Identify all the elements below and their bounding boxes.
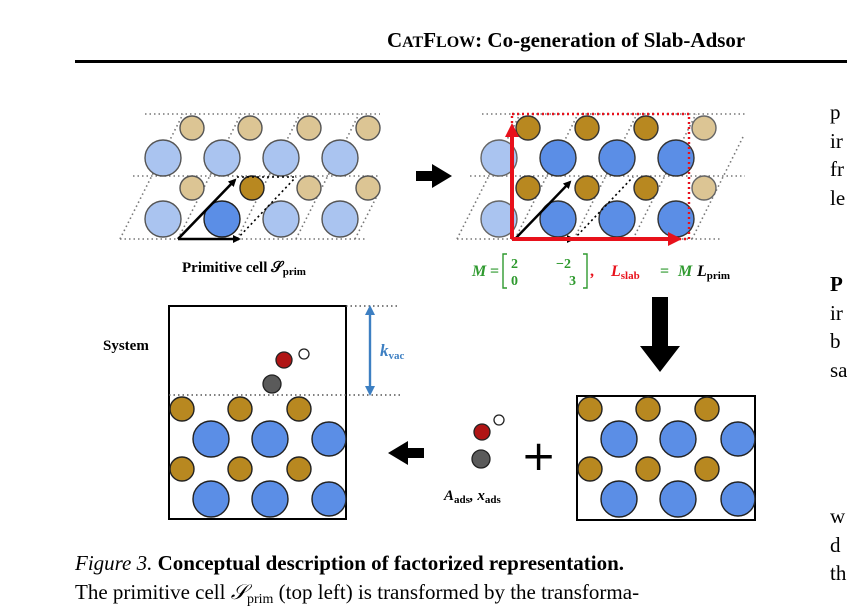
right-bold-line: P <box>830 272 843 296</box>
right-line: le <box>830 185 846 210</box>
right-column-text-a: p ir fr le <box>830 98 845 212</box>
svg-text:2: 2 <box>511 257 518 272</box>
transformation-equation: M = 2 −2 0 3 , Lslab = M Lprim <box>471 253 730 289</box>
right-line: b <box>830 329 841 353</box>
svg-text:M: M <box>677 263 693 280</box>
slab-lattice-vectors <box>505 123 682 246</box>
right-line: ir <box>830 300 843 325</box>
svg-text:Lprim: Lprim <box>696 263 730 282</box>
caption-title: Conceptual description of factorized rep… <box>157 551 625 575</box>
system-adsorbate <box>262 348 310 394</box>
slab-atoms <box>480 115 717 238</box>
header-c: C <box>387 28 403 52</box>
caption-symbol: 𝒮 <box>230 580 247 604</box>
primitive-lattice-vectors <box>177 178 241 243</box>
right-line: fr <box>830 157 844 181</box>
adsorbate-molecule <box>471 414 505 469</box>
caption-line-2: The primitive cell 𝒮prim (top left) is t… <box>75 578 795 614</box>
caption-figure-label: Figure 3. <box>75 551 153 575</box>
slab-box <box>576 395 756 521</box>
header-rule <box>75 60 847 63</box>
primitive-atoms <box>144 115 381 238</box>
caption-line-1: Figure 3. Conceptual description of fact… <box>75 549 795 578</box>
caption-text-before: The primitive cell <box>75 580 231 604</box>
svg-text:=: = <box>660 263 669 280</box>
svg-text:−2: −2 <box>556 257 571 272</box>
right-line: sa <box>830 357 847 382</box>
plus-sign: + <box>521 431 556 480</box>
caption-symbol-sub: prim <box>246 592 274 607</box>
figure-caption: Figure 3. Conceptual description of fact… <box>75 549 795 614</box>
svg-text:Lslab: Lslab <box>610 263 640 282</box>
right-line: d <box>830 532 841 557</box>
svg-text:0: 0 <box>511 274 518 289</box>
svg-text:,: , <box>590 263 594 280</box>
header-rest: : Co-generation of Slab-Adsor <box>475 28 746 52</box>
primitive-label: Primitive cell 𝒮prim <box>182 260 306 278</box>
system-box <box>168 305 400 520</box>
primitive-lattice <box>119 113 381 243</box>
header-at: AT <box>402 34 424 51</box>
header-f: F <box>423 28 437 52</box>
arrow-left-icon <box>388 441 424 465</box>
arrow-right-icon <box>416 164 452 188</box>
slab-lattice <box>456 112 745 246</box>
right-column-text-c: w d th <box>830 502 846 588</box>
svg-text:M: M <box>471 263 487 280</box>
right-column-text-b: P ir b sa <box>830 270 847 384</box>
right-line: w <box>830 504 846 528</box>
arrow-down-icon <box>640 297 680 372</box>
adsorbate-label: Aads, xads <box>443 488 502 506</box>
header-low: LOW <box>436 34 476 51</box>
right-line: p <box>830 100 841 124</box>
kvac-label: kvac <box>380 341 405 362</box>
caption-text-after: (top left) is transformed by the transfo… <box>273 580 640 604</box>
system-label: System <box>103 338 149 354</box>
right-line: ir <box>830 128 843 153</box>
svg-text:=: = <box>490 263 499 280</box>
svg-text:3: 3 <box>569 274 576 289</box>
right-line: th <box>830 561 847 585</box>
primitive-cell-outline <box>236 176 297 240</box>
running-header: CATFLOW: Co-generation of Slab-Adsor <box>387 28 745 53</box>
